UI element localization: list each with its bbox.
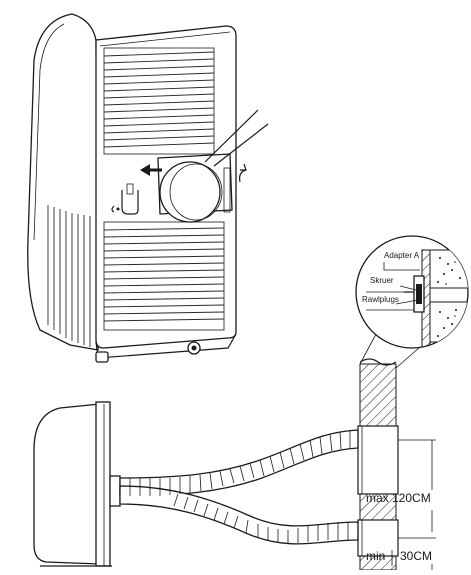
air-conditioner-rear-view [27,13,269,363]
upper-filter-grill [103,47,215,155]
drain-outlet [111,183,139,215]
lower-wall-opening [357,519,399,557]
lower-filter-grill [103,221,225,331]
wall-section [357,358,399,571]
min-length-label: min [366,549,385,563]
air-conditioner-side-view [33,401,121,567]
caster-wheel [95,351,109,363]
unit-side-body [33,403,101,565]
unit-side-panel [27,13,99,351]
adapter-label: Adapter A [384,251,420,260]
min-length-value: 30CM [400,549,432,563]
screws-label: Skruer [370,276,394,285]
dimension-max: max 120CM [366,439,436,532]
upper-exhaust-hose [119,429,359,497]
bottom-drain-plug [187,341,201,355]
dimension-min: min 30CM [366,537,436,570]
exhaust-duct-ring [159,161,221,223]
rotate-arrow-icon [239,163,247,183]
hose-connector [109,475,121,507]
max-length-label: max 120CM [366,491,431,505]
wall-adapter-detail-magnifier: Adapter A Skruer Rawlplugs [355,235,469,349]
rawlplugs-label: Rawlplugs [362,295,399,304]
exhaust-hoses [119,429,359,545]
upper-wall-opening [357,425,399,495]
lower-exhaust-hose [119,485,359,545]
side-grill [47,205,91,347]
arrow-left-icon [140,164,162,176]
